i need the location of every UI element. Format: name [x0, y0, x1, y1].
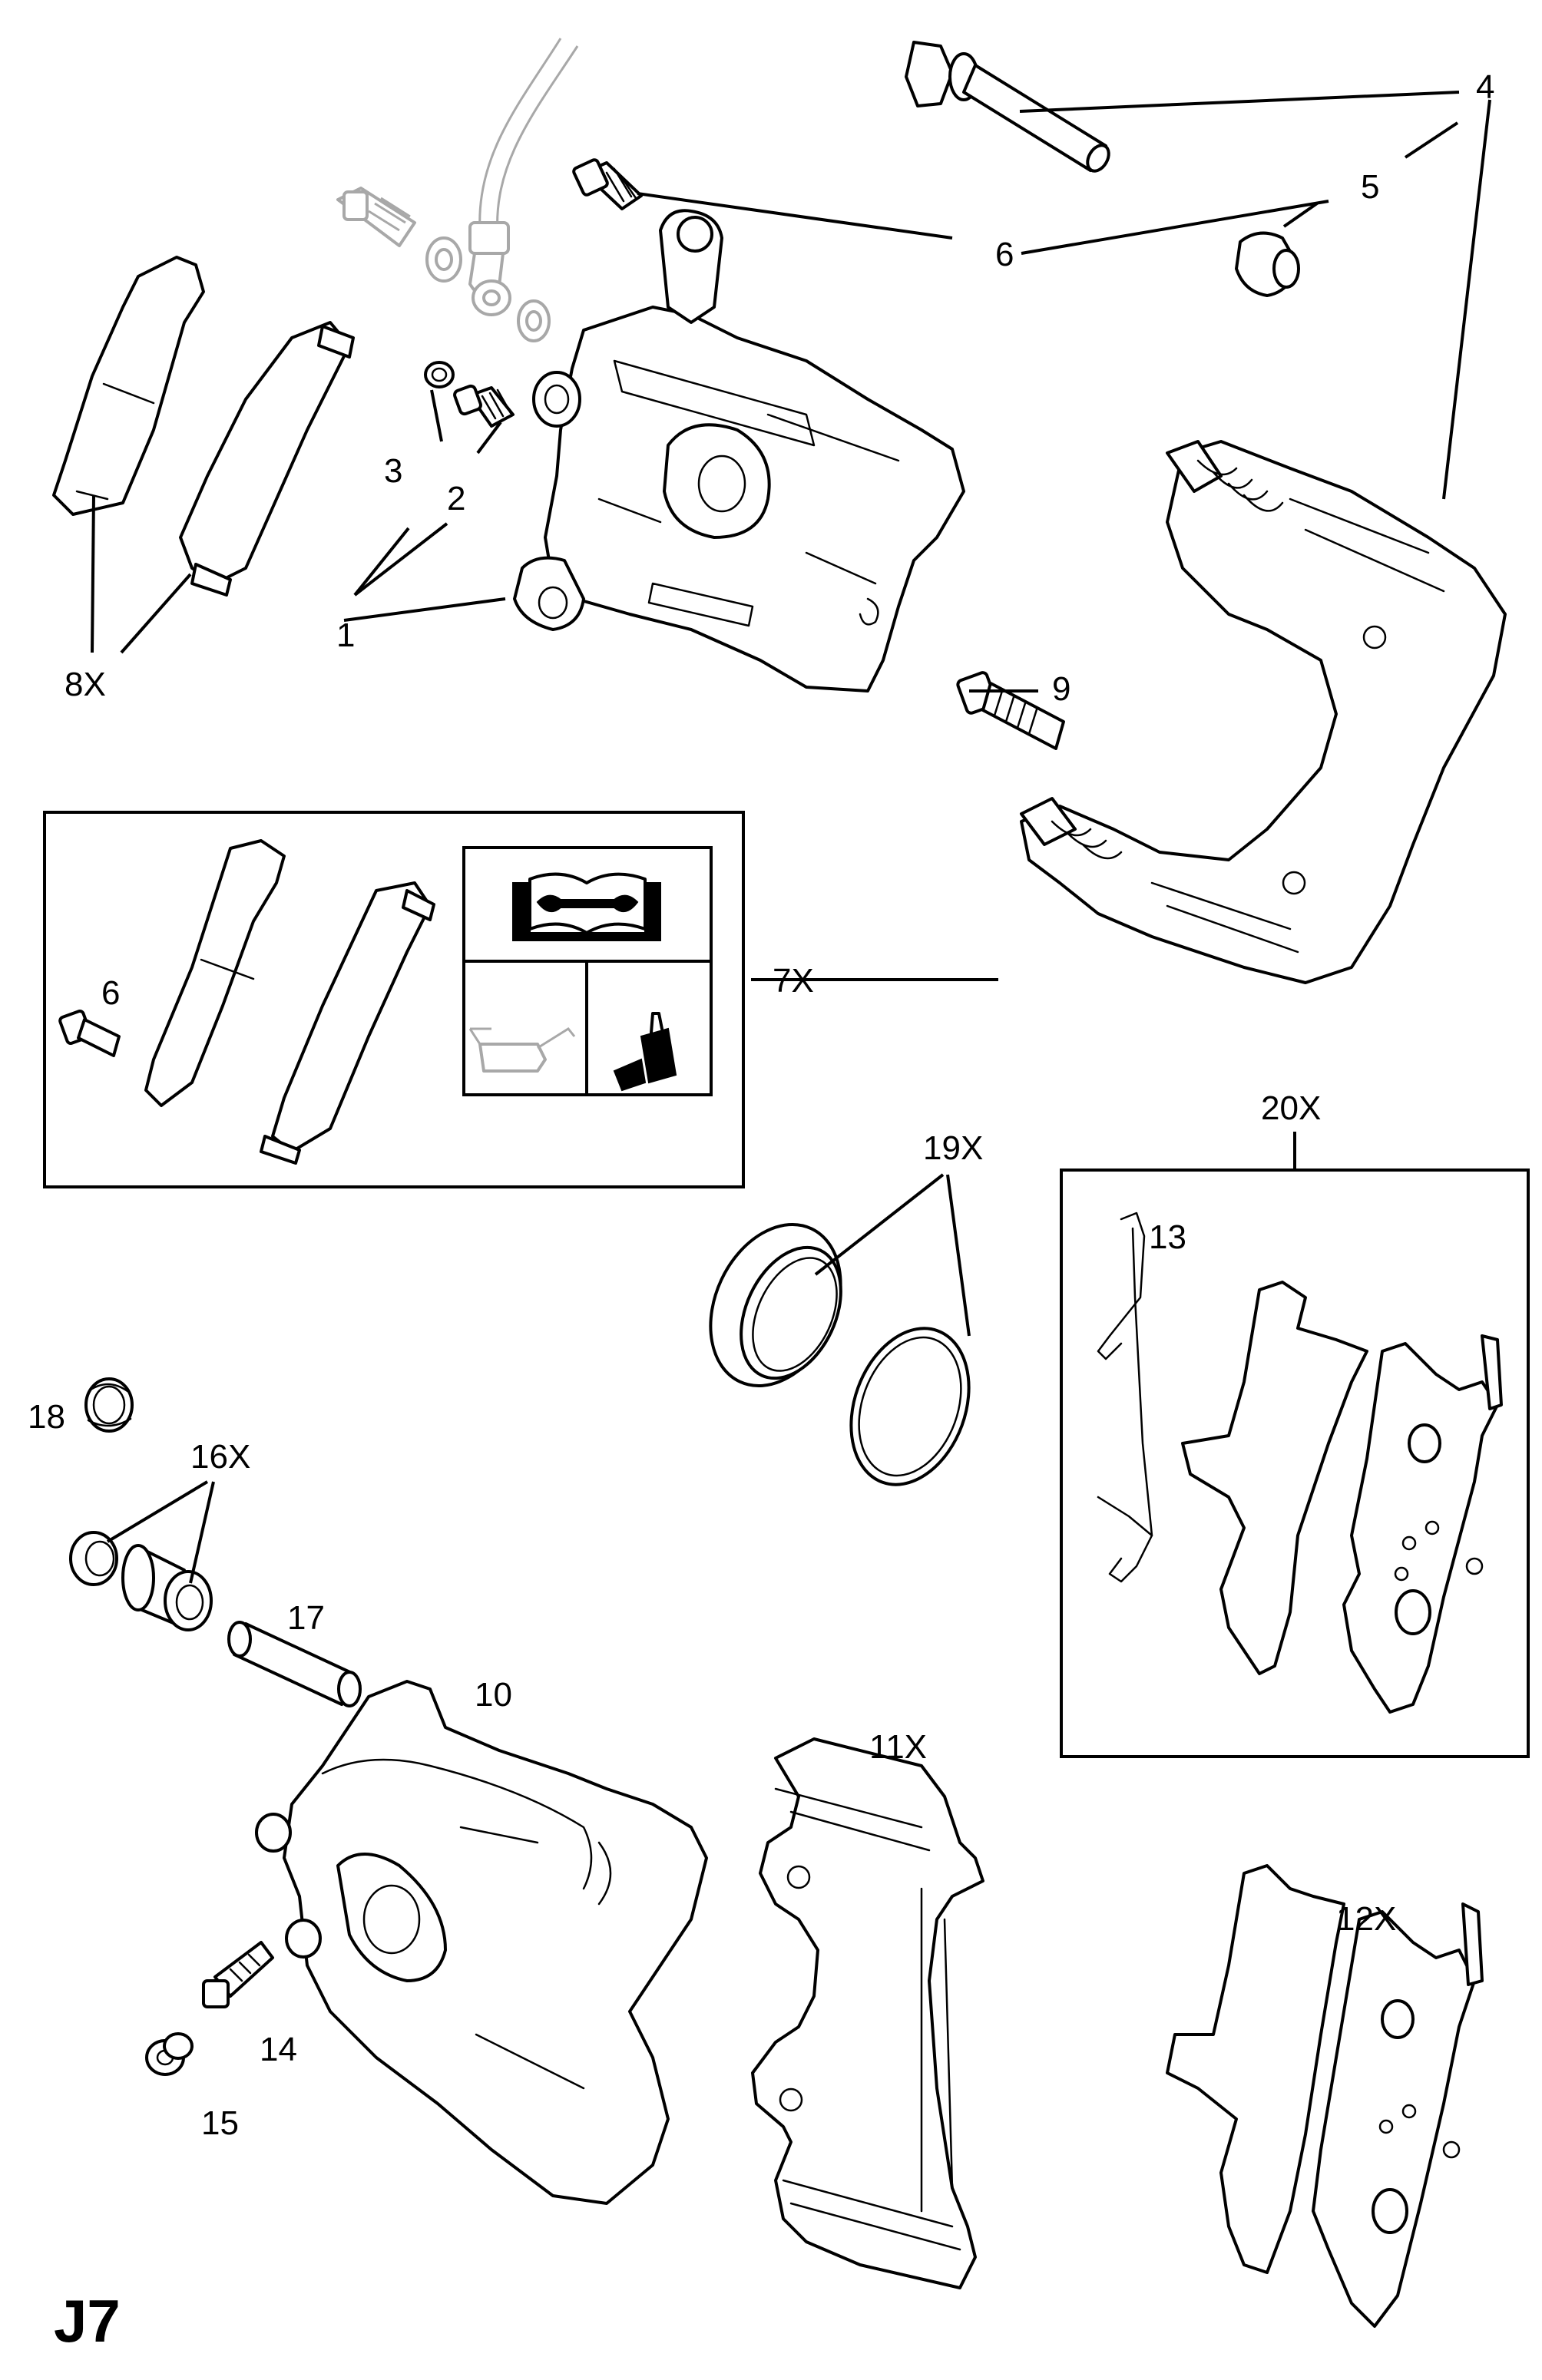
callout-20x: 20X: [1261, 1089, 1321, 1127]
guide-pin-4: [905, 41, 1110, 173]
callout-15: 15: [201, 2104, 239, 2142]
leader-lines: [91, 91, 1491, 1584]
bolt-6-kit: [58, 1010, 121, 1057]
brake-pad-set-12x: [1166, 1864, 1484, 2328]
sleeve-5: [1235, 231, 1300, 297]
callout-8x: 8X: [65, 666, 106, 703]
callout-6-kit: 6: [101, 974, 120, 1012]
oil-can-icon: [468, 1027, 576, 1073]
callout-6-top: 6: [995, 236, 1014, 273]
callout-14: 14: [260, 2031, 297, 2068]
cap-15: [145, 2032, 194, 2076]
caliper-carrier-11x: [751, 1737, 984, 2289]
callout-10: 10: [475, 1676, 512, 1714]
callout-1: 1: [336, 616, 355, 654]
callout-labels: 4 5 6 3 2 1 8X 9 6 7X 19X 20X 13 18 16X …: [28, 68, 1494, 2355]
callout-16x: 16X: [190, 1438, 250, 1476]
brake-pad-set-8x: [52, 256, 355, 597]
callout-2: 2: [447, 480, 465, 517]
guide-pin-17: [227, 1621, 362, 1707]
bolt-9: [956, 671, 1065, 750]
rear-caliper-1: [513, 209, 965, 693]
front-caliper-10: [255, 1680, 708, 2205]
kit-box-20x: [1060, 1169, 1530, 1758]
bleed-screw-2: [453, 384, 515, 428]
callout-17: 17: [287, 1599, 325, 1637]
callout-4: 4: [1476, 68, 1494, 106]
bleed-screw-14: [202, 1941, 274, 2008]
caliper-carrier-upper: [1020, 440, 1507, 984]
callout-3: 3: [384, 452, 402, 490]
callout-18: 18: [28, 1398, 65, 1436]
guide-sleeve-set-16x: [69, 1531, 213, 1631]
callout-11x: 11X: [869, 1728, 927, 1766]
manual-wrench-icon: [512, 872, 661, 941]
bolt-6-top: [572, 158, 643, 210]
callout-12x: 12X: [1336, 1900, 1396, 1938]
brake-hose-ghost: [336, 38, 579, 342]
callout-13: 13: [1149, 1218, 1186, 1256]
callout-9: 9: [1052, 670, 1070, 708]
piston-seal-set-19x: [709, 1222, 971, 1486]
callout-5: 5: [1361, 168, 1379, 206]
callout-7x: 7X: [773, 962, 814, 1000]
kit-box-7x: [43, 811, 745, 1188]
cap-18: [84, 1377, 134, 1433]
dust-cap-3: [424, 361, 455, 388]
grease-tube-icon: [613, 1012, 677, 1092]
callout-19x: 19X: [923, 1129, 983, 1167]
page-code: J7: [54, 2287, 121, 2355]
